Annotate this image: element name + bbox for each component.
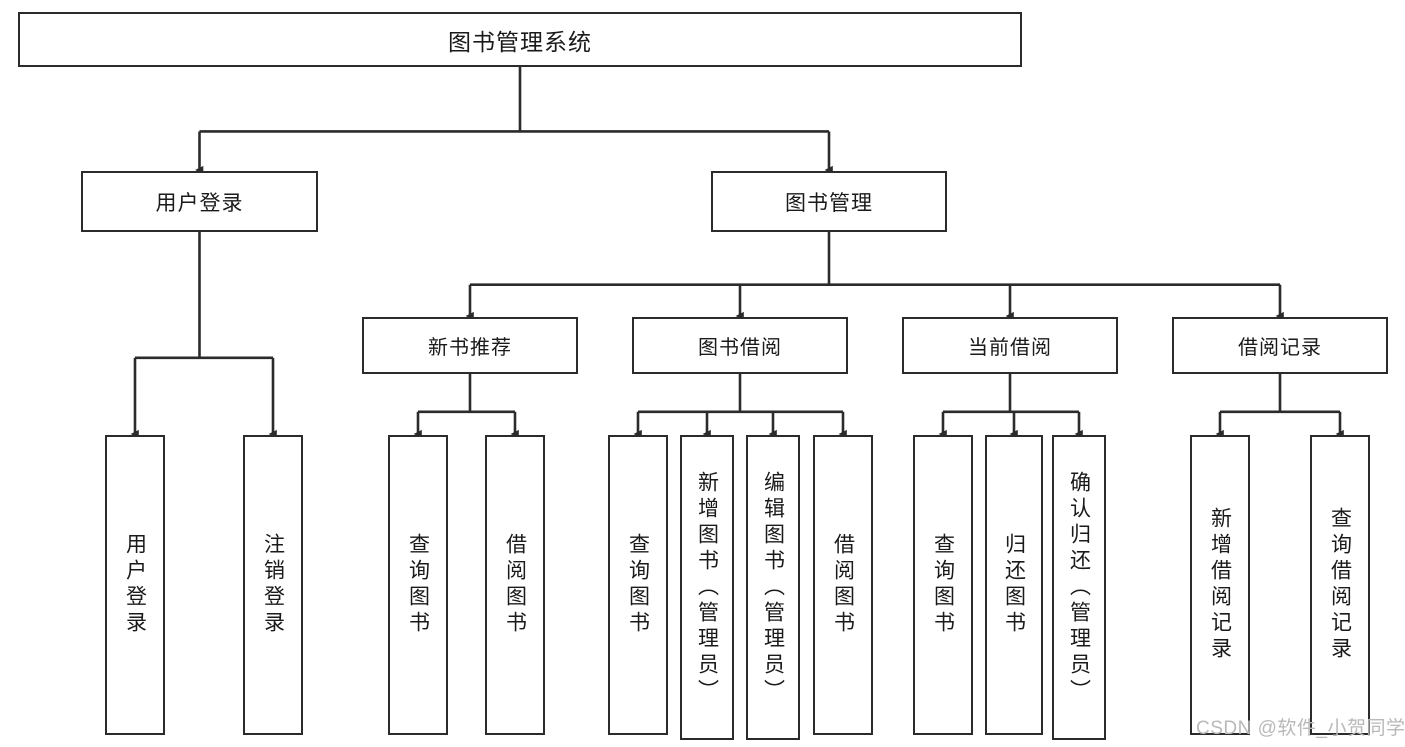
node-label: 图书借阅 — [698, 337, 782, 359]
node-new-book-rec[interactable]: 新书推荐 — [362, 317, 578, 374]
node-root[interactable]: 图书管理系统 — [18, 12, 1022, 67]
node-leaf-confirm[interactable]: 确认归还（管理员） — [1052, 435, 1106, 740]
node-label: 借阅图书 — [503, 533, 527, 637]
node-label: 用户登录 — [123, 533, 147, 637]
node-label: 借阅记录 — [1238, 337, 1322, 359]
node-leaf-q-book-2[interactable]: 查询图书 — [608, 435, 668, 735]
csdn-watermark: CSDN @软件_小贺同学 — [1196, 718, 1405, 739]
node-label: 查询借阅记录 — [1328, 507, 1352, 663]
node-book-manage[interactable]: 图书管理 — [711, 171, 947, 232]
node-leaf-q-book-1[interactable]: 查询图书 — [388, 435, 448, 735]
node-user-login[interactable]: 用户登录 — [81, 171, 318, 232]
node-label: 注销登录 — [261, 533, 285, 637]
node-leaf-logout[interactable]: 注销登录 — [243, 435, 303, 735]
node-borrow-record[interactable]: 借阅记录 — [1172, 317, 1388, 374]
node-leaf-return[interactable]: 归还图书 — [985, 435, 1043, 735]
node-leaf-q-book-3[interactable]: 查询图书 — [913, 435, 973, 735]
node-leaf-add-book[interactable]: 新增图书（管理员） — [680, 435, 734, 740]
node-label: 新增图书（管理员） — [695, 470, 719, 705]
node-leaf-borrow-1[interactable]: 借阅图书 — [485, 435, 545, 735]
node-label: 借阅图书 — [831, 533, 855, 637]
node-label: 新书推荐 — [428, 337, 512, 359]
node-label: 图书管理 — [785, 191, 873, 215]
node-label: 新增借阅记录 — [1208, 507, 1232, 663]
node-label: 查询图书 — [931, 533, 955, 637]
node-label: 查询图书 — [406, 533, 430, 637]
node-label: 用户登录 — [155, 191, 244, 215]
node-book-borrow[interactable]: 图书借阅 — [632, 317, 848, 374]
node-leaf-borrow-2[interactable]: 借阅图书 — [813, 435, 873, 735]
node-leaf-user-login[interactable]: 用户登录 — [105, 435, 165, 735]
node-label: 图书管理系统 — [448, 28, 592, 55]
node-label: 归还图书 — [1002, 533, 1026, 637]
node-label: 确认归还（管理员） — [1067, 470, 1091, 705]
node-leaf-add-rec[interactable]: 新增借阅记录 — [1190, 435, 1250, 735]
node-label: 查询图书 — [626, 533, 650, 637]
node-leaf-edit-book[interactable]: 编辑图书（管理员） — [746, 435, 800, 740]
node-leaf-q-rec[interactable]: 查询借阅记录 — [1310, 435, 1370, 735]
node-label: 编辑图书（管理员） — [761, 470, 785, 705]
node-current-borrow[interactable]: 当前借阅 — [902, 317, 1118, 374]
node-label: 当前借阅 — [968, 337, 1052, 359]
